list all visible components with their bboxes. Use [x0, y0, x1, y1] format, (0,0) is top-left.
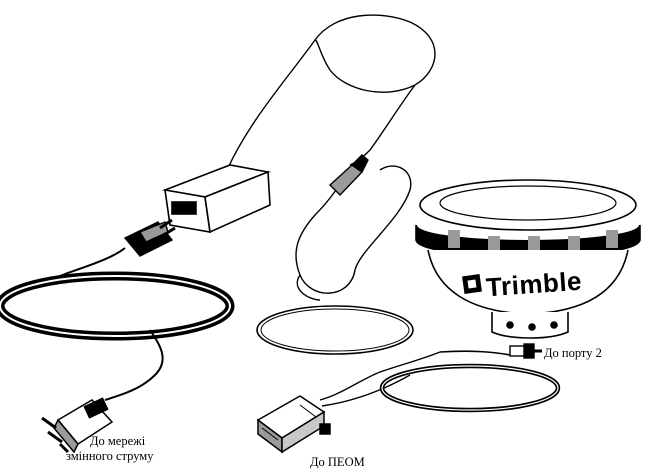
ac-adapter	[165, 165, 270, 232]
gps-receiver	[416, 180, 640, 338]
label-port2: До порту 2	[544, 346, 602, 360]
label-pc: До ПЕОМ	[310, 455, 365, 469]
port2-connector	[510, 344, 542, 358]
receiver-brand-logo: Trimble	[485, 267, 583, 302]
inline-cable-connector	[330, 155, 368, 195]
receiver-port2-cable	[382, 351, 558, 410]
pc-serial-connector	[258, 396, 330, 452]
power-supply-output-cable	[228, 15, 435, 168]
ac-power-cord	[0, 248, 230, 400]
ac-cord-connector	[125, 220, 175, 256]
label-mains-line1: До мережі	[90, 434, 145, 448]
label-mains-line2: змінного струму	[66, 449, 153, 463]
